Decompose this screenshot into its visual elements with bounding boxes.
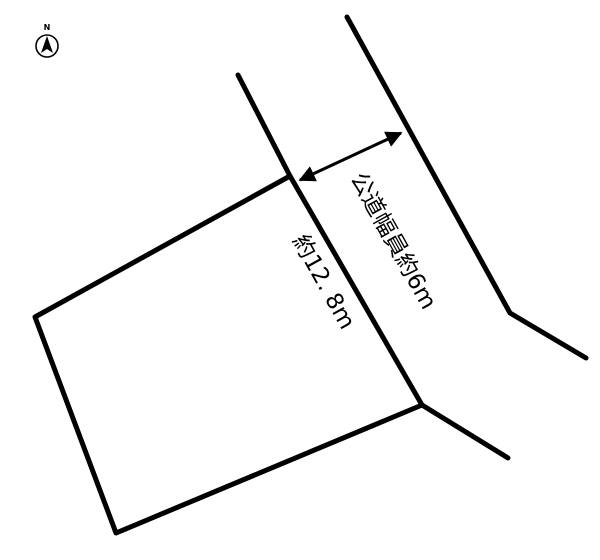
- road-edge-far: [344, 14, 589, 361]
- compass-label: N: [44, 23, 51, 32]
- road-width-dimension-arrow: [298, 131, 403, 182]
- lot-boundary: [32, 173, 425, 536]
- north-arrow-icon: N: [35, 23, 59, 58]
- road-edge-near: [235, 72, 511, 461]
